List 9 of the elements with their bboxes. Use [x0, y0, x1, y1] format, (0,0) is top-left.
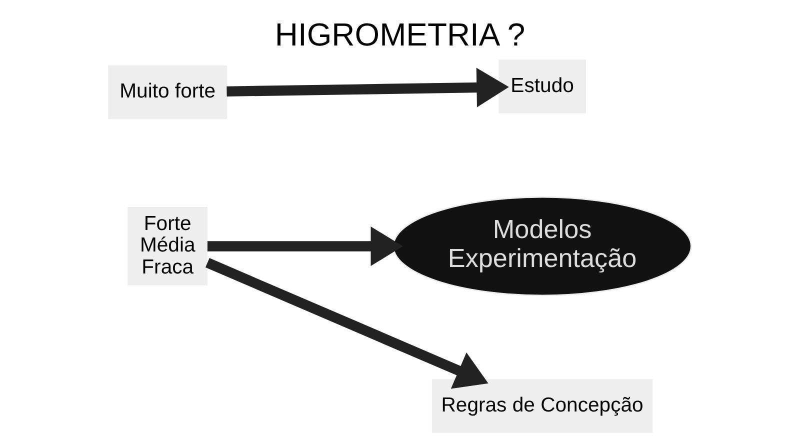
- node-box: Regras de Concepção: [431, 379, 652, 433]
- diagram-title: HIGROMETRIA ?: [274, 16, 525, 52]
- arrow: [204, 258, 488, 389]
- node-box: Forte Média Fraca: [127, 207, 208, 286]
- arrow: [226, 68, 508, 108]
- arrow: [206, 226, 402, 266]
- node-box: Muito forte: [108, 65, 227, 120]
- node-ellipse: Modelos Experimentação: [392, 196, 692, 296]
- node-box: Estudo: [498, 60, 586, 114]
